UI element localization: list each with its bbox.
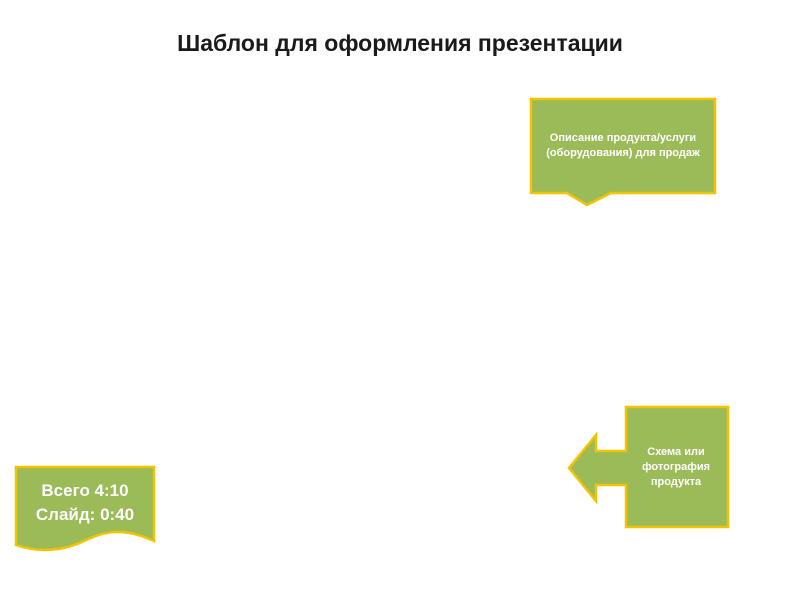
timer-badge: Всего 4:10 Слайд: 0:40	[14, 465, 156, 555]
product-photo-callout: Схема или фотография продукта	[566, 405, 730, 529]
page-title: Шаблон для оформления презентации	[177, 30, 623, 56]
timer-total: Всего 4:10	[41, 481, 129, 500]
product-photo-text: Схема или фотография продукта	[641, 445, 711, 488]
callout-shape	[529, 97, 717, 207]
arrow-callout-shape	[567, 405, 730, 529]
timer-slide: Слайд: 0:40	[35, 505, 135, 524]
product-description-callout: Описание продукта/услуги (оборудования) …	[529, 97, 717, 207]
document-shape	[14, 465, 156, 552]
timer-text: Всего 4:10 Слайд: 0:40	[18, 473, 152, 533]
product-description-text: Описание продукта/услуги (оборудования) …	[546, 132, 700, 159]
